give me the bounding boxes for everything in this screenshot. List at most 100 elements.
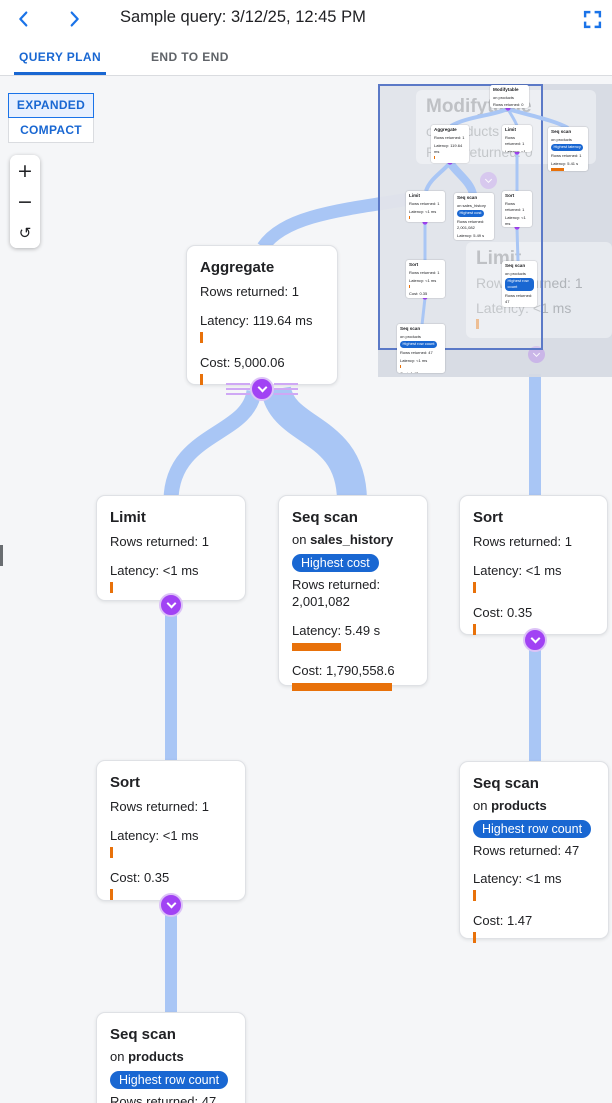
node-title: Aggregate: [200, 259, 275, 276]
zoom-reset-button[interactable]: ↺: [10, 217, 40, 248]
node-aggregate[interactable]: Aggregate Rows returned: 1 Latency: 119.…: [186, 245, 338, 385]
cost-bar: [292, 682, 392, 691]
latency: Latency: <1 ms: [110, 827, 199, 843]
cost: Cost: 5,000.06: [200, 354, 285, 370]
rows-returned: Rows returned: 1: [473, 534, 572, 549]
minimap-node-seq-scan-sales: Seq scan on sales_history Highest cost R…: [454, 193, 494, 240]
zoom-controls: + − ↺: [10, 155, 40, 248]
query-plan-canvas[interactable]: EXPANDED COMPACT + − ↺ Aggregate Rows re…: [0, 76, 612, 1103]
page-title: Sample query: 3/12/25, 12:45 PM: [120, 8, 366, 26]
latency-bar: [473, 890, 476, 902]
expanded-button[interactable]: EXPANDED: [8, 93, 94, 118]
minimap-node-sort-2: Sort Rows returned: 1 Latency: <1 ms Cos…: [406, 260, 445, 298]
highest-row-count-badge: Highest row count: [473, 819, 592, 838]
rows-returned: Rows returned: 1: [110, 799, 209, 814]
chevron-left-icon: [19, 11, 28, 27]
minimap-node-aggregate: Aggregate Rows returned: 1 Latency: 119.…: [431, 125, 469, 163]
cost-bar: [110, 888, 113, 900]
latency: Latency: 119.64 ms: [200, 312, 313, 328]
table-ref: on products: [473, 797, 595, 815]
highest-row-count-badge: Highest row count: [110, 1070, 229, 1089]
node-title: Sort: [473, 509, 503, 526]
cost: Cost: 1,790,558.6: [292, 662, 395, 678]
zoom-in-button[interactable]: +: [10, 155, 40, 186]
table-name: sales_history: [310, 532, 394, 547]
compact-button[interactable]: COMPACT: [8, 118, 94, 143]
latency: Latency: <1 ms: [473, 562, 562, 578]
fullscreen-button[interactable]: [578, 5, 606, 33]
latency-bar: [110, 581, 113, 593]
zoom-out-button[interactable]: −: [10, 186, 40, 217]
latency-bar: [473, 581, 476, 593]
plan-edges: [163, 192, 541, 1017]
limit-collapse-button[interactable]: [159, 593, 183, 617]
fullscreen-icon: [583, 10, 601, 28]
minimap-node-sort-1: Sort Rows returned: 1 Latency: <1 ms Cos…: [502, 191, 532, 227]
minimap-node-limit-1: Limit Rows returned: 1 Latency: <1 ms: [502, 125, 532, 152]
header: Sample query: 3/12/25, 12:45 PM: [0, 0, 612, 37]
sort-right-collapse-button[interactable]: [523, 628, 547, 652]
minimap-node-seq-scan-latency: Seq scan on products Highest latency Row…: [548, 127, 588, 171]
collapse-stripes-right: [274, 383, 298, 395]
tab-bar: QUERY PLAN END TO END: [0, 37, 612, 76]
on-prefix: on: [473, 798, 488, 813]
sort-left-collapse-button[interactable]: [159, 893, 183, 917]
latency-bar: [200, 331, 203, 343]
forward-button[interactable]: [60, 5, 88, 33]
node-title: Seq scan: [110, 1026, 176, 1043]
cost: Cost: 0.35: [473, 604, 533, 620]
latency: Latency: <1 ms: [110, 562, 199, 578]
table-ref: on products: [110, 1048, 232, 1066]
cost-bar: [473, 623, 476, 635]
cost-bar: [473, 932, 476, 944]
aggregate-collapse-button[interactable]: [250, 377, 274, 401]
chevron-down-icon: [166, 598, 176, 608]
minimap[interactable]: Modifytable on products Rows returned: 0…: [378, 84, 612, 377]
node-seq-scan-sales-history[interactable]: Seq scan on sales_history Highest cost R…: [278, 495, 428, 691]
rows-returned: Rows returned: 47: [110, 1093, 217, 1103]
rows-returned: Rows returned: 2,001,082: [292, 576, 381, 610]
minimap-node-limit-2: Limit Rows returned: 1 Latency: <1 ms: [406, 191, 445, 222]
node-seq-scan-products-bottom[interactable]: Seq scan on products Highest row count R…: [96, 1012, 246, 1103]
minimap-node-modifytable: Modifytable on products Rows returned: 0: [490, 85, 529, 108]
node-sort-left[interactable]: Sort Rows returned: 1 Latency: <1 ms Cos…: [96, 760, 246, 901]
node-title: Seq scan: [473, 775, 539, 792]
back-button[interactable]: [10, 5, 38, 33]
table-name: products: [128, 1049, 184, 1064]
latency-bar: [292, 642, 341, 651]
tab-query-plan[interactable]: QUERY PLAN: [14, 37, 107, 75]
latency: Latency: 5.49 s: [292, 622, 381, 638]
rows-returned: Rows returned: 47: [473, 842, 580, 858]
rows-returned: Rows returned: 1: [200, 284, 299, 299]
chevron-down-icon: [257, 382, 267, 392]
chevron-down-icon: [166, 898, 176, 908]
latency-bar: [110, 846, 113, 858]
on-prefix: on: [292, 532, 307, 547]
table-ref: on sales_history: [292, 531, 414, 549]
cost: Cost: 0.35: [110, 869, 170, 885]
node-title: Sort: [110, 774, 140, 791]
table-name: products: [491, 798, 547, 813]
minimap-node-seq-scan-products-2: Seq scan on products Highest row count R…: [397, 324, 445, 373]
ghost-chevron-icon: [528, 346, 545, 363]
ghost-chevron-icon: [480, 172, 497, 189]
node-limit[interactable]: Limit Rows returned: 1 Latency: <1 ms: [96, 495, 246, 601]
cost: Cost: 1.47: [473, 913, 533, 929]
minimap-edges: [420, 105, 569, 326]
node-sort-right[interactable]: Sort Rows returned: 1 Latency: <1 ms Cos…: [459, 495, 608, 635]
view-mode-toggle: EXPANDED COMPACT: [8, 93, 94, 143]
left-scrollbar-thumb[interactable]: [0, 545, 3, 566]
rows-returned: Rows returned: 1: [110, 534, 209, 549]
node-seq-scan-products-right[interactable]: Seq scan on products Highest row count R…: [459, 761, 609, 944]
collapse-stripes-left: [226, 383, 250, 395]
on-prefix: on: [110, 1049, 125, 1064]
chevron-down-icon: [530, 633, 540, 643]
latency: Latency: <1 ms: [473, 871, 562, 887]
tab-end-to-end[interactable]: END TO END: [146, 37, 234, 75]
node-title: Limit: [110, 509, 146, 526]
chevron-right-icon: [70, 11, 79, 27]
cost-bar: [200, 373, 203, 385]
highest-cost-badge: Highest cost: [292, 553, 379, 572]
node-title: Seq scan: [292, 509, 358, 526]
minimap-node-seq-scan-products-1: Seq scan on products Highest row count R…: [502, 261, 537, 307]
